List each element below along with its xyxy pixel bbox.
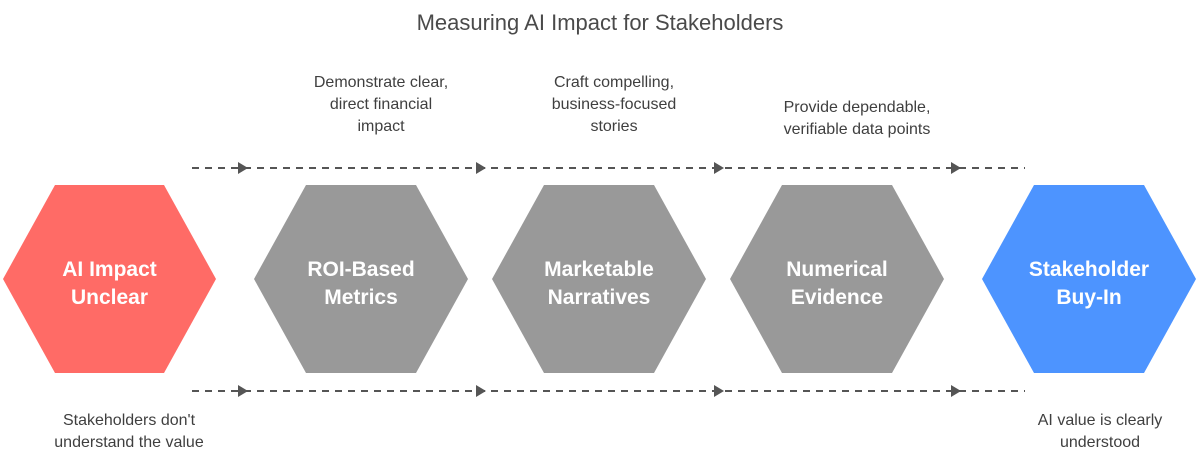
diagram-title: Measuring AI Impact for Stakeholders — [416, 10, 784, 35]
stage-stakeholder-buy-in: Stakeholder Buy-In — [982, 185, 1196, 373]
bottom-note-start: Stakeholders don't understand the value — [54, 412, 204, 451]
hexagon-shape — [254, 185, 468, 373]
arrowhead-icon — [714, 385, 724, 397]
hexagon-shape — [492, 185, 706, 373]
arrowhead-icon — [951, 162, 961, 174]
stage-numerical-evidence: Numerical Evidence — [730, 185, 944, 373]
stage-label-line1: Stakeholder — [1029, 258, 1149, 281]
top-connector — [192, 162, 1025, 174]
arrowhead-icon — [238, 385, 248, 397]
hexagon-shape — [730, 185, 944, 373]
top-note-evidence: Provide dependable, verifiable data poin… — [783, 99, 931, 138]
hexagon-shape — [3, 185, 216, 373]
arrowhead-icon — [238, 162, 248, 174]
bottom-note-end: AI value is clearly understood — [1037, 412, 1163, 451]
stage-label-line1: Numerical — [786, 258, 888, 281]
stage-label-line1: AI Impact — [62, 258, 157, 281]
stage-label-line2: Metrics — [324, 286, 398, 309]
top-note-roi: Demonstrate clear, direct financial impa… — [313, 74, 449, 135]
stage-marketable-narratives: Marketable Narratives — [492, 185, 706, 373]
stage-roi-based-metrics: ROI-Based Metrics — [254, 185, 468, 373]
stage-ai-impact-unclear: AI Impact Unclear — [3, 185, 216, 373]
arrowhead-icon — [476, 162, 486, 174]
stage-label-line1: ROI-Based — [307, 258, 414, 281]
stage-label-line2: Buy-In — [1056, 286, 1121, 309]
stage-label-line2: Narratives — [548, 286, 651, 309]
hexagon-shape — [982, 185, 1196, 373]
arrowhead-icon — [476, 385, 486, 397]
stage-label-line2: Unclear — [71, 286, 148, 309]
stage-label-line1: Marketable — [544, 258, 654, 281]
top-note-narratives: Craft compelling, business-focused stori… — [551, 74, 677, 135]
bottom-connector — [192, 385, 1025, 397]
stage-label-line2: Evidence — [791, 286, 883, 309]
arrowhead-icon — [714, 162, 724, 174]
arrowhead-icon — [951, 385, 961, 397]
